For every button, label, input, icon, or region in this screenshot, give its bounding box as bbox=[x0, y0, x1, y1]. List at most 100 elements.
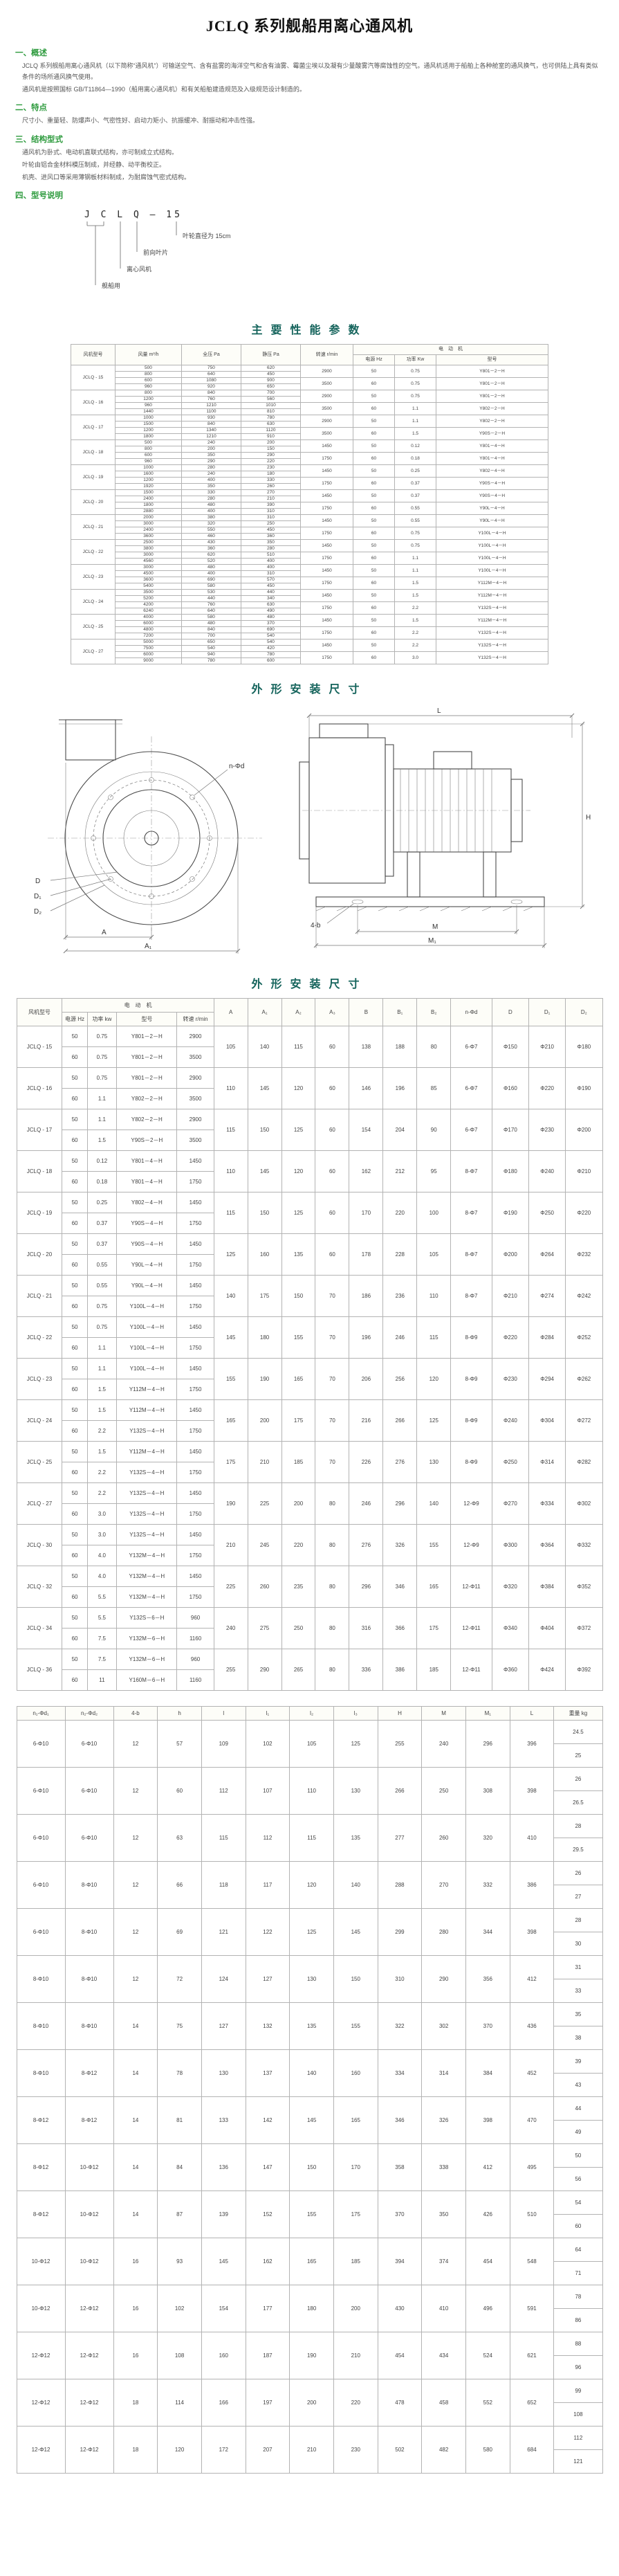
cell: 1450 bbox=[299, 639, 353, 653]
motor-type: Y801－2－H bbox=[116, 1026, 178, 1048]
cell: 16 bbox=[113, 2285, 158, 2333]
column-header: D₁ bbox=[528, 998, 566, 1027]
cell: 265 bbox=[281, 1649, 316, 1691]
cell: 8-Φ9 bbox=[450, 1358, 492, 1401]
cell: 60 bbox=[352, 477, 395, 491]
cell: 1500 bbox=[114, 489, 182, 497]
motor-type: Y132S－6－H bbox=[116, 1607, 178, 1629]
cell: 60 bbox=[352, 626, 395, 640]
cell: 1450 bbox=[299, 614, 353, 628]
motor-type: Y802－4－H bbox=[435, 464, 549, 478]
cell: 165 bbox=[281, 1358, 316, 1401]
cell: 102 bbox=[245, 1720, 290, 1768]
cell: 105 bbox=[289, 1720, 334, 1768]
cell: Φ372 bbox=[565, 1607, 603, 1650]
cell: 60 bbox=[62, 1171, 88, 1193]
cell: 12-Φ11 bbox=[450, 1649, 492, 1691]
column-header: 风机型号 bbox=[70, 344, 116, 366]
cell: 302 bbox=[421, 2002, 466, 2051]
cell: 394 bbox=[377, 2238, 423, 2286]
motor-type: Y160M－6－H bbox=[116, 1669, 178, 1691]
weight-value: 25 bbox=[553, 1743, 603, 1768]
motor-type: Y100L－4－H bbox=[435, 527, 549, 541]
cell: 420 bbox=[240, 645, 301, 653]
cell: 255 bbox=[213, 1649, 248, 1691]
cell: 276 bbox=[349, 1524, 384, 1567]
cell: 700 bbox=[240, 390, 301, 397]
cell: 12-Φ11 bbox=[450, 1566, 492, 1608]
cell: 110 bbox=[213, 1067, 248, 1110]
column-header: n-Φd bbox=[450, 998, 492, 1027]
motor-type: Y802－4－H bbox=[116, 1192, 178, 1214]
cell: 360 bbox=[181, 545, 241, 553]
cell: 1010 bbox=[240, 402, 301, 410]
cell: 135 bbox=[333, 1814, 378, 1862]
cell: 60 bbox=[62, 1545, 88, 1567]
cell: 90 bbox=[416, 1109, 452, 1152]
cell: 150 bbox=[240, 446, 301, 453]
cell: 1000 bbox=[114, 464, 182, 472]
cell: 50 bbox=[352, 415, 395, 428]
cell: Φ302 bbox=[565, 1482, 603, 1525]
cell: 12 bbox=[113, 1814, 158, 1862]
cell: 0.75 bbox=[86, 1316, 118, 1339]
cell: 50 bbox=[352, 390, 395, 403]
cell: 690 bbox=[181, 577, 241, 584]
table-row: 86 bbox=[17, 2308, 603, 2333]
cell: 190 bbox=[247, 1358, 282, 1401]
cell: 460 bbox=[181, 533, 241, 541]
cell: 2880 bbox=[114, 508, 182, 516]
cell: 290 bbox=[247, 1649, 282, 1691]
dim-label-M1: M₁ bbox=[428, 937, 436, 945]
cell: 326 bbox=[382, 1524, 418, 1567]
cell: 570 bbox=[240, 577, 301, 584]
model-explanation-diagram: J C L Q — 15 叶轮直径为 15cm 前向叶片 离心风机 舰船用 bbox=[84, 210, 231, 289]
weight-value: 29.5 bbox=[553, 1838, 603, 1862]
cell: 10-Φ12 bbox=[16, 2238, 66, 2286]
cell: 3500 bbox=[299, 427, 353, 441]
cell: 250 bbox=[240, 520, 301, 528]
cell: 250 bbox=[281, 1607, 316, 1650]
cell: 145 bbox=[247, 1067, 282, 1110]
cell: 154 bbox=[201, 2285, 246, 2333]
cell: 50 bbox=[352, 439, 395, 453]
cell: 60 bbox=[352, 577, 395, 590]
cell: 454 bbox=[377, 2332, 423, 2380]
cell: 137 bbox=[245, 2049, 290, 2098]
cell: 3500 bbox=[299, 402, 353, 416]
cell: 69 bbox=[157, 1908, 202, 1957]
cell: 290 bbox=[421, 1955, 466, 2004]
cell: Φ200 bbox=[565, 1109, 603, 1152]
motor-type: Y90L－4－H bbox=[116, 1275, 178, 1297]
cell: 1450 bbox=[299, 489, 353, 503]
cell: Φ314 bbox=[528, 1441, 566, 1484]
cell: 0.75 bbox=[86, 1046, 118, 1069]
overview-paragraph: JCLQ 系列舰船用离心通风机（以下简称“通风机”）可输送空气、含有盐雾的海洋空… bbox=[22, 62, 598, 80]
motor-type: Y132M－4－H bbox=[116, 1566, 178, 1588]
motor-type: Y802－2－H bbox=[116, 1109, 178, 1131]
cell: 4200 bbox=[114, 601, 182, 609]
cell: 140 bbox=[289, 2049, 334, 2098]
cell: Φ300 bbox=[491, 1524, 530, 1567]
cell: 204 bbox=[382, 1109, 418, 1152]
cell: 400 bbox=[181, 508, 241, 516]
cell: 0.75 bbox=[86, 1067, 118, 1089]
cell: 1750 bbox=[299, 477, 353, 491]
cell: 4560 bbox=[114, 558, 182, 565]
cell: 296 bbox=[382, 1482, 418, 1525]
cell: 1200 bbox=[114, 477, 182, 484]
cell: 316 bbox=[349, 1607, 384, 1650]
cell: 3000 bbox=[114, 520, 182, 528]
cell: 1.1 bbox=[394, 402, 436, 416]
weight-value: 31 bbox=[553, 1955, 603, 1980]
cell: 8-Φ12 bbox=[64, 2049, 114, 2098]
cell: 60 bbox=[62, 1213, 88, 1235]
cell: 12 bbox=[113, 1861, 158, 1910]
